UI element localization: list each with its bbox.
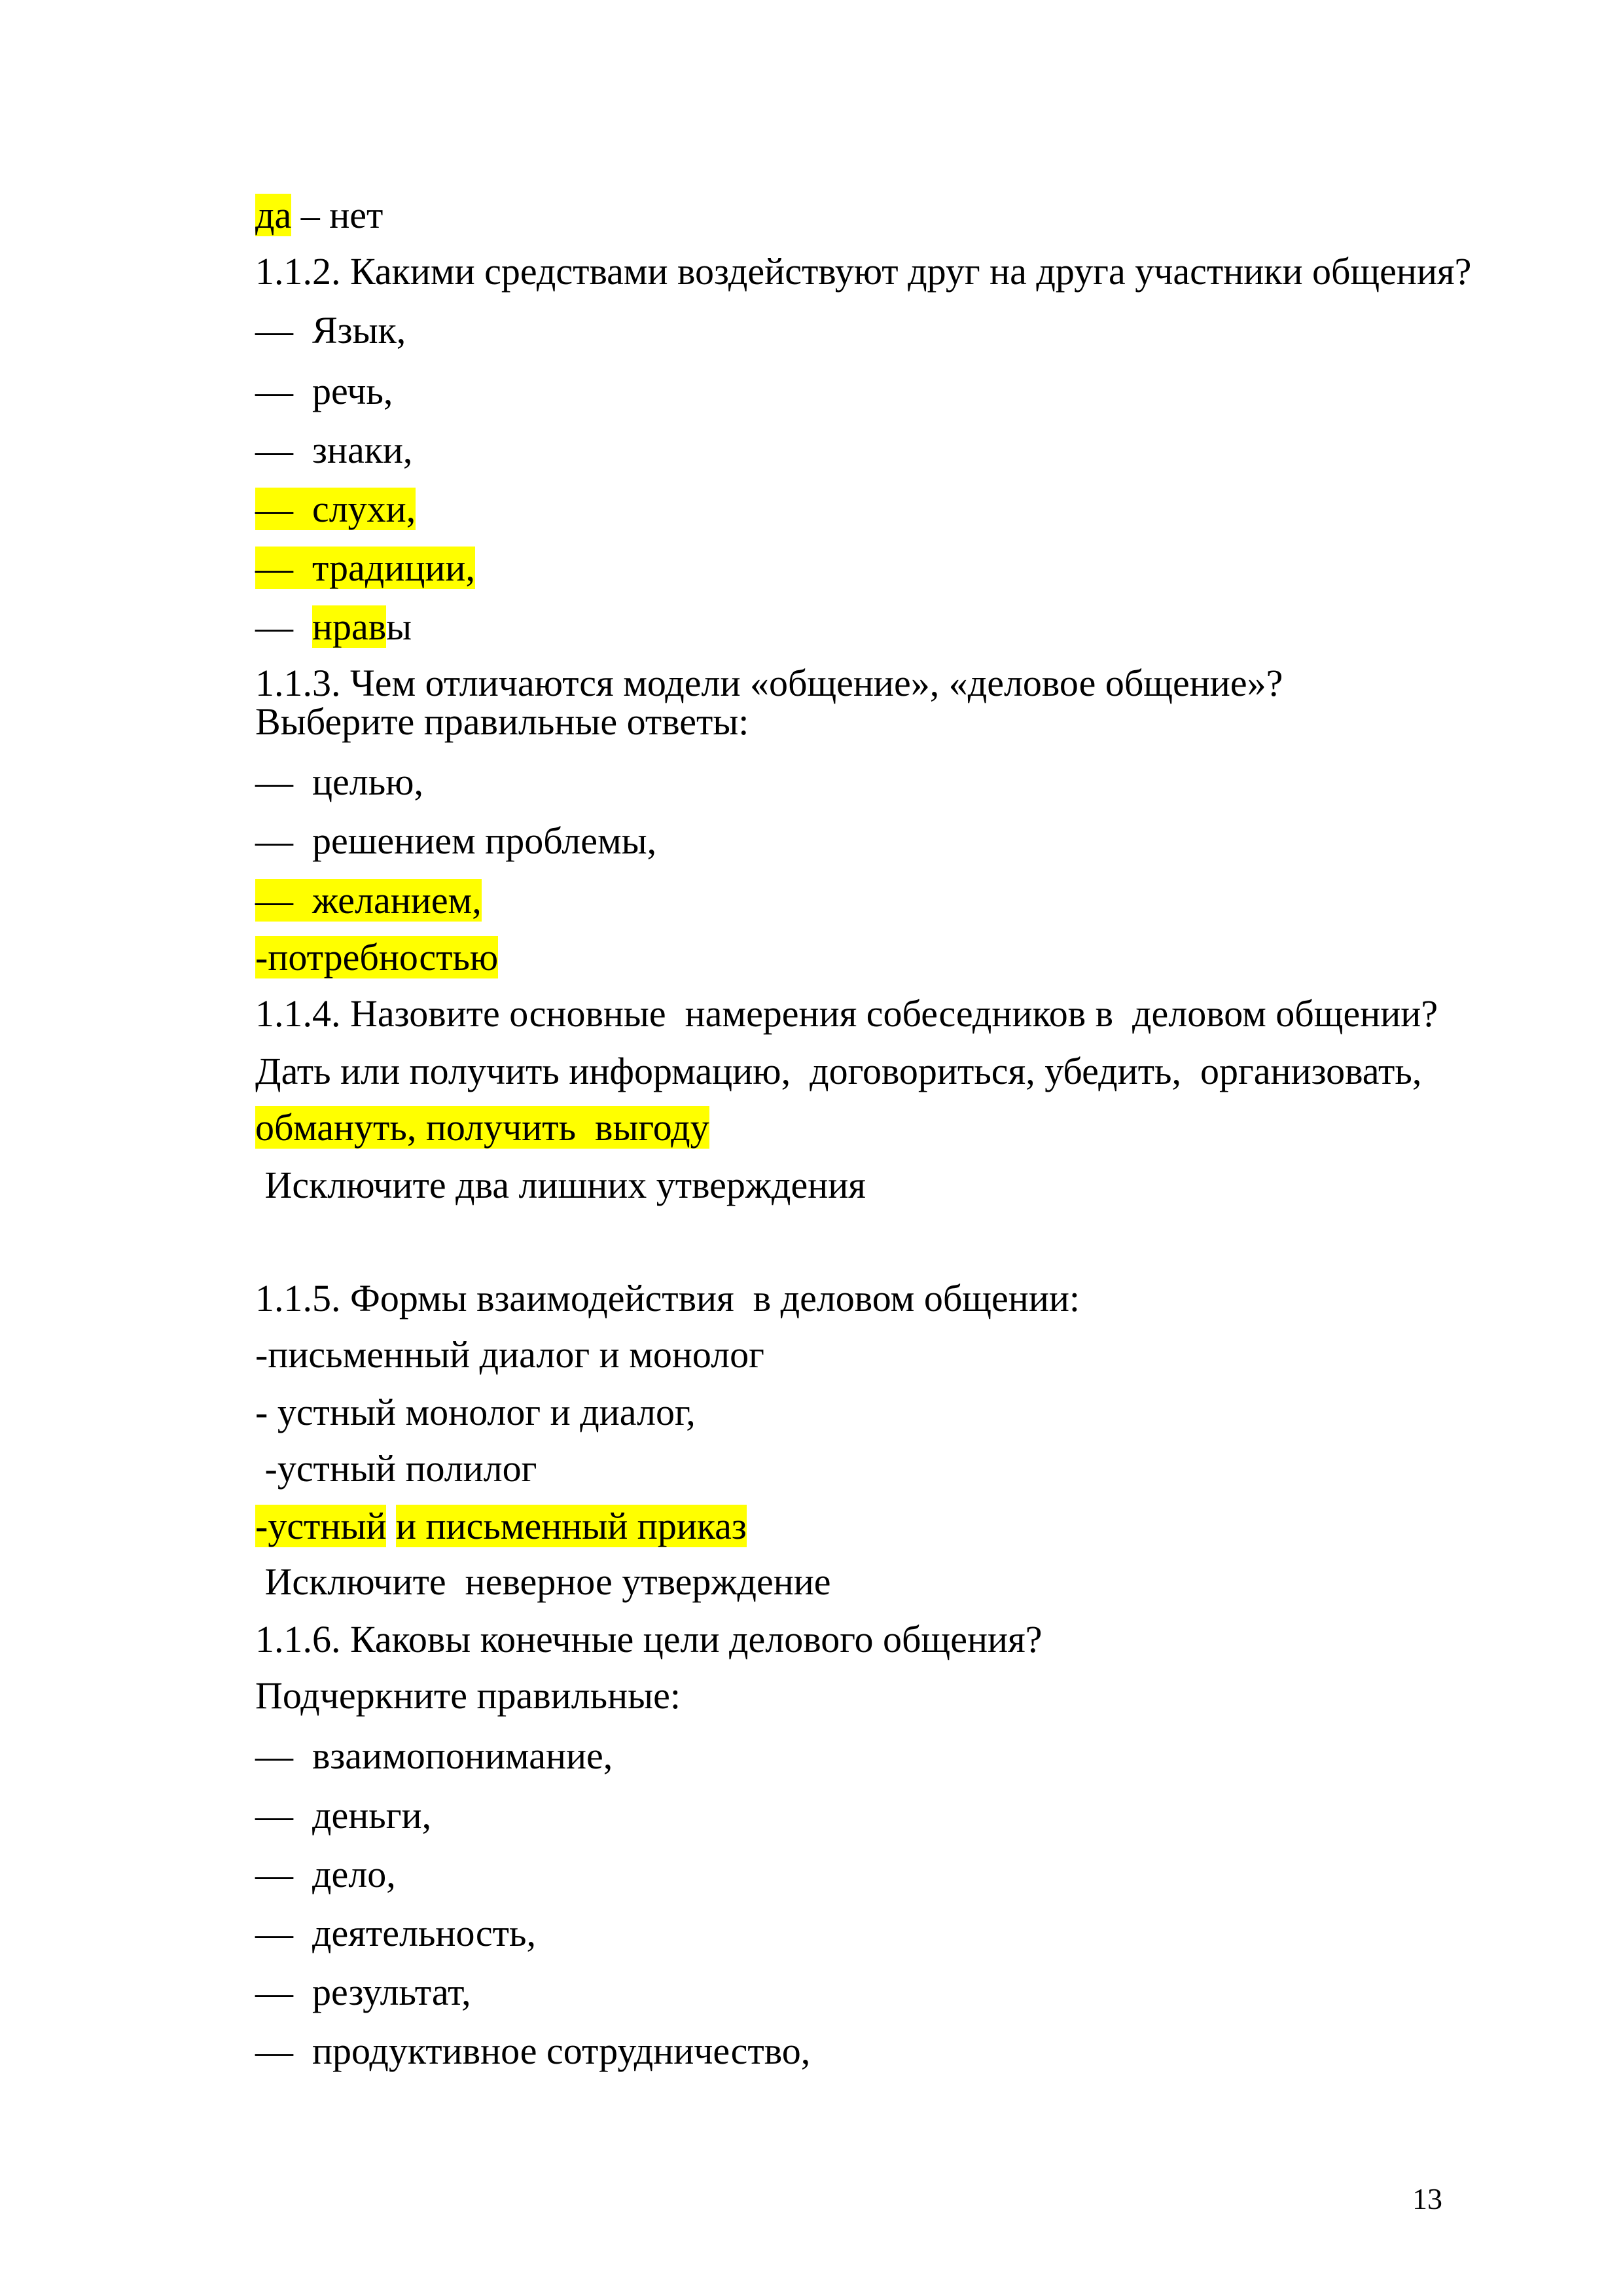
highlighted-answer: -устный xyxy=(255,1505,387,1547)
question-1-1-4: 1.1.4. Назовите основные намерения собес… xyxy=(255,992,1438,1035)
list-item: — дело, xyxy=(255,1853,396,1895)
question-1-1-6: 1.1.6. Каковы конечные цели делового общ… xyxy=(255,1618,1043,1660)
question-1-1-3: 1.1.3. Чем отличаются модели «общение», … xyxy=(255,662,1283,704)
instruction: Выберите правильные ответы: xyxy=(255,700,749,743)
list-item-highlighted: — желанием, xyxy=(255,879,482,922)
list-item: — деньги, xyxy=(255,1794,432,1837)
highlighted-answer: обмануть, получить выгоду xyxy=(255,1106,709,1149)
highlighted-answer: и письменный приказ xyxy=(395,1505,747,1547)
answer-yes-no: да – нет xyxy=(255,194,383,236)
list-item: — нравы xyxy=(255,605,412,648)
list-item: — знаки, xyxy=(255,429,413,471)
list-item: — Язык, xyxy=(255,309,406,351)
text xyxy=(386,1505,396,1547)
text: – нет xyxy=(291,194,383,236)
highlighted-answer: да xyxy=(255,194,292,236)
page-number: 13 xyxy=(1412,2182,1442,2215)
list-item: — результат, xyxy=(255,1971,471,2013)
options-highlighted: обмануть, получить выгоду xyxy=(255,1106,709,1149)
list-item: - устный монолог и диалог, xyxy=(255,1391,696,1433)
list-item: — целью, xyxy=(255,761,424,803)
question-1-1-5: 1.1.5. Формы взаимодействия в деловом об… xyxy=(255,1277,1080,1319)
list-item-highlighted: -устный и письменный приказ xyxy=(255,1505,747,1547)
highlighted-answer: -потребностью xyxy=(255,936,499,978)
list-item: — взаимопонимание, xyxy=(255,1734,613,1777)
highlighted-answer: — слухи, xyxy=(255,488,416,530)
instruction: Исключите два лишних утверждения xyxy=(255,1164,866,1206)
list-item-highlighted: — традиции, xyxy=(255,547,475,589)
list-item: — деятельность, xyxy=(255,1912,536,1954)
highlighted-answer: нрав xyxy=(312,605,387,648)
text: ы xyxy=(386,605,412,648)
instruction: Исключите неверное утверждение xyxy=(255,1560,831,1603)
highlighted-answer: — традиции, xyxy=(255,547,475,589)
list-item: — продуктивное сотрудничество, xyxy=(255,2030,811,2072)
list-item: -устный полилог xyxy=(255,1447,537,1490)
list-item: — решением проблемы, xyxy=(255,819,657,862)
text: — xyxy=(255,605,312,648)
instruction: Подчеркните правильные: xyxy=(255,1674,681,1717)
list-item: — речь, xyxy=(255,370,393,412)
list-item-highlighted: — слухи, xyxy=(255,488,416,530)
list-item-highlighted: -потребностью xyxy=(255,936,499,978)
list-item: -письменный диалог и монолог xyxy=(255,1333,764,1376)
options-text: Дать или получить информацию, договорить… xyxy=(255,1050,1422,1092)
question-1-1-2: 1.1.2. Какими средствами воздействуют др… xyxy=(255,250,1472,293)
highlighted-answer: — желанием, xyxy=(255,879,482,922)
